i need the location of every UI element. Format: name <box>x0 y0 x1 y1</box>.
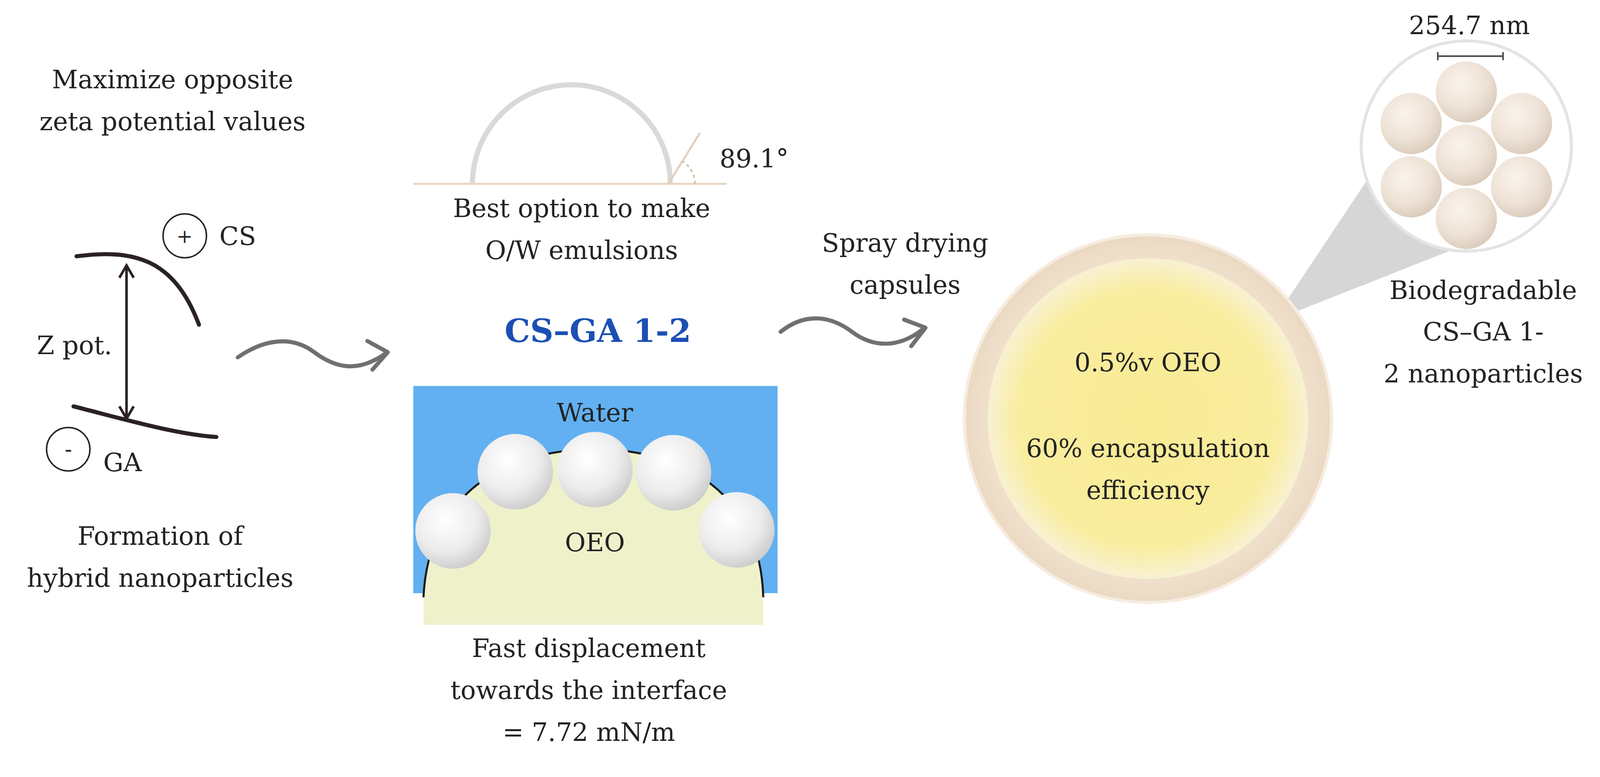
arrow-head <box>119 406 134 419</box>
label-text: Biodegradable CS–GA 1-2 nanoparticles <box>1371 269 1596 395</box>
water-phase-box: Water <box>413 385 778 593</box>
capsule-circle: 0.5%v OEO 60% encapsulation efficiency <box>987 258 1308 579</box>
label-text: Best option to make O/W emulsions <box>432 187 731 272</box>
label-text: Z pot. <box>35 324 114 367</box>
scale-tick <box>1437 52 1439 61</box>
angle-arc <box>682 161 695 184</box>
tangent-line <box>668 132 701 184</box>
nanoparticle <box>1380 156 1443 218</box>
nanoparticle <box>415 492 491 569</box>
nanoparticle <box>699 491 775 568</box>
charge-circle: - <box>45 426 91 472</box>
wavy-arrow <box>237 341 387 367</box>
scale-bar <box>1437 55 1503 58</box>
nanoparticle <box>557 431 633 508</box>
nanoparticle <box>635 434 712 511</box>
arrow-head <box>119 265 134 278</box>
surface-line <box>413 182 727 185</box>
nanoparticle <box>1380 93 1443 155</box>
nanoparticle <box>1435 187 1498 250</box>
capsule-shell <box>964 234 1332 603</box>
label-text: Spray drying capsules <box>812 222 998 307</box>
interface-illustration <box>413 385 778 625</box>
oil-phase-region: OEO <box>479 518 711 572</box>
nanoparticle <box>1490 93 1553 155</box>
capsule-core <box>987 258 1308 579</box>
node-text: Water <box>555 391 635 434</box>
label-text: GA <box>101 441 144 484</box>
nanoparticle <box>477 433 554 510</box>
charge-sign: + <box>163 214 206 257</box>
contact-angle-drop <box>413 84 727 184</box>
arrow-head <box>367 340 389 370</box>
drop-outline <box>472 84 671 184</box>
nanoparticle <box>1490 156 1553 218</box>
node-text: 60% encapsulation efficiency <box>1021 427 1275 512</box>
label-text: 89.1° <box>718 137 791 180</box>
charge-sign: - <box>47 428 90 470</box>
wavy-arrow <box>780 318 924 344</box>
scale-tick <box>1502 52 1504 61</box>
label-text: Fast displacement towards the interface … <box>437 627 741 753</box>
node-text: OEO <box>563 521 627 564</box>
node-text: 0.5%v OEO <box>1073 341 1224 384</box>
label-text: CS <box>217 215 258 258</box>
nanoparticle <box>1435 61 1498 123</box>
ga-curve <box>73 406 217 437</box>
zeta-arrow <box>125 267 128 417</box>
label-text: Maximize opposite zeta potential values <box>4 58 341 143</box>
zoom-circle <box>1361 40 1572 252</box>
charge-circle: + <box>162 213 208 258</box>
label-text: 254.7 nm <box>1407 4 1532 47</box>
cs-curve <box>76 253 199 325</box>
label-text: Formation of hybrid nanoparticles <box>17 515 304 600</box>
label-text: CS–GA 1-2 <box>503 310 693 352</box>
arrow-head <box>903 319 926 346</box>
nanoparticle <box>1435 124 1498 186</box>
